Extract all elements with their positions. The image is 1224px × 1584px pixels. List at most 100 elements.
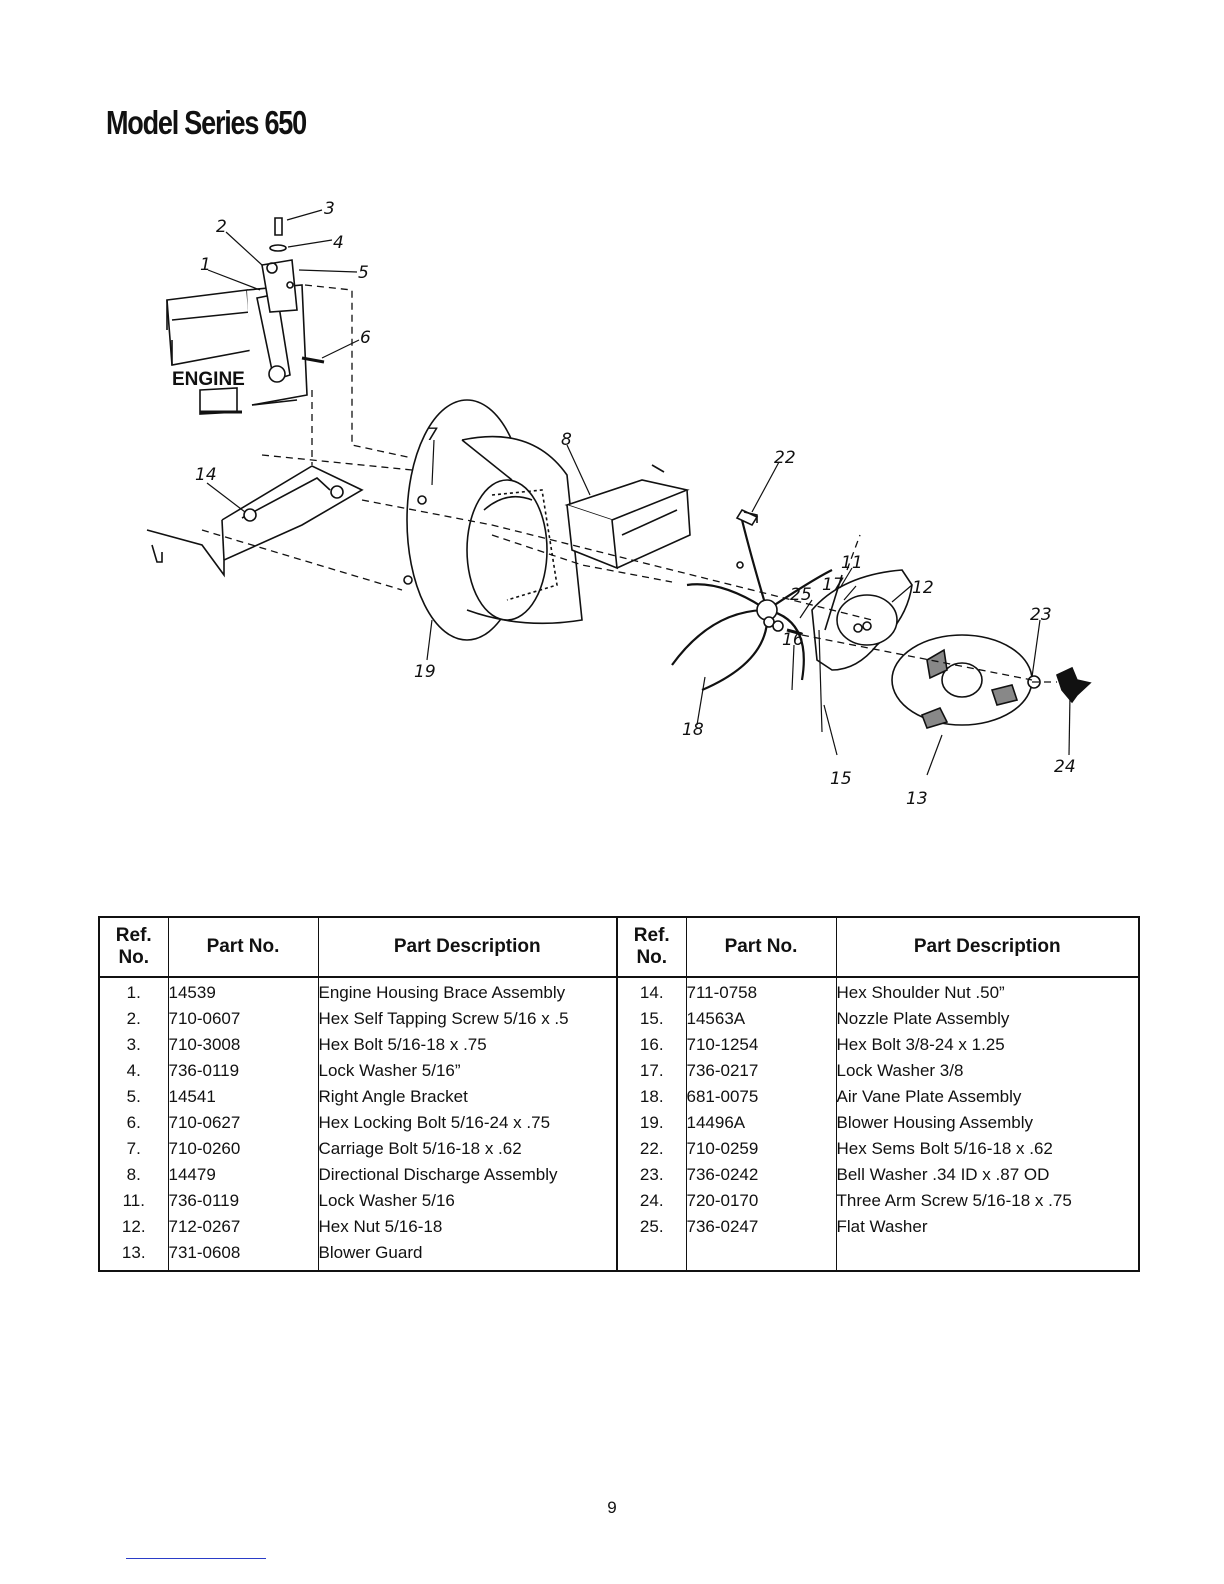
brace-drawing: [256, 259, 325, 383]
part-description-cell: Engine Housing Brace Assembly: [318, 977, 618, 1006]
ref-no-cell: 3.: [99, 1032, 169, 1058]
part-no-cell: 736-0247: [686, 1214, 837, 1240]
part-no-cell: 712-0267: [168, 1214, 319, 1240]
ref-no-cell: 6.: [99, 1110, 169, 1136]
callout-2: 2: [216, 217, 227, 237]
header-ref-no: Ref.No.: [99, 917, 169, 978]
callout-14: 14: [195, 465, 217, 485]
ref-no-cell: 24.: [617, 1188, 687, 1214]
ref-no-cell: 13.: [99, 1240, 169, 1271]
part-no-cell: 710-0259: [686, 1136, 837, 1162]
part-no-cell: 710-0260: [168, 1136, 319, 1162]
part-description-cell: Hex Bolt 5/16-18 x .75: [318, 1032, 618, 1058]
callout-12: 12: [912, 578, 934, 598]
part-no-cell: [686, 1240, 837, 1271]
part-no-cell: 710-3008: [168, 1032, 319, 1058]
table-header-row: Ref.No. Part No. Part Description Ref.No…: [99, 917, 1140, 978]
header-ref-no: Ref.No.: [617, 917, 687, 978]
ref-no-cell: 5.: [99, 1084, 169, 1110]
part-description-cell: Bell Washer .34 ID x .87 OD: [836, 1162, 1140, 1188]
ref-no-cell: 12.: [99, 1214, 169, 1240]
ref-no-cell: 11.: [99, 1188, 169, 1214]
ref-no-cell: 2.: [99, 1006, 169, 1032]
callout-4: 4: [333, 233, 344, 253]
ref-no-cell: 1.: [99, 977, 169, 1006]
part-description-cell: [836, 1240, 1140, 1271]
ref-no-cell: 23.: [617, 1162, 687, 1188]
part-description-cell: Directional Discharge Assembly: [318, 1162, 618, 1188]
part-description-cell: Flat Washer: [836, 1214, 1140, 1240]
part-no-cell: 14539: [168, 977, 319, 1006]
part-no-cell: 710-1254: [686, 1032, 837, 1058]
callout-25: 25: [790, 585, 812, 605]
callout-6: 6: [360, 328, 371, 348]
part-description-cell: Blower Housing Assembly: [836, 1110, 1140, 1136]
ref-no-cell: 14.: [617, 977, 687, 1006]
footer-link-underline: [126, 1558, 266, 1559]
part-no-cell: 736-0242: [686, 1162, 837, 1188]
callout-18: 18: [682, 720, 704, 740]
engine-label: ENGINE: [172, 369, 245, 390]
part-no-cell: 710-0627: [168, 1110, 319, 1136]
part-no-cell: 14496A: [686, 1110, 837, 1136]
ref-no-cell: 7.: [99, 1136, 169, 1162]
part-no-cell: 720-0170: [686, 1188, 837, 1214]
callout-7: 7: [427, 425, 438, 445]
discharge-drawing: [564, 464, 691, 570]
callout-15: 15: [830, 769, 852, 789]
callout-24: 24: [1054, 757, 1076, 777]
base-plate-drawing: [146, 465, 364, 578]
part-description-cell: Right Angle Bracket: [318, 1084, 618, 1110]
ref-no-cell: 25.: [617, 1214, 687, 1240]
part-description-cell: Hex Self Tapping Screw 5/16 x .5: [318, 1006, 618, 1032]
part-description-cell: Lock Washer 5/16”: [318, 1058, 618, 1084]
callout-22: 22: [774, 448, 796, 468]
part-description-cell: Lock Washer 3/8: [836, 1058, 1140, 1084]
part-no-cell: 736-0217: [686, 1058, 837, 1084]
blower-housing-drawing: [403, 399, 583, 641]
part-description-cell: Three Arm Screw 5/16-18 x .75: [836, 1188, 1140, 1214]
part-no-cell: 736-0119: [168, 1058, 319, 1084]
part-description-cell: Blower Guard: [318, 1240, 618, 1271]
part-description-cell: Nozzle Plate Assembly: [836, 1006, 1140, 1032]
part-no-cell: 731-0608: [168, 1240, 319, 1271]
page-number: 9: [607, 1498, 617, 1517]
parts-table: Ref.No. Part No. Part Description Ref.No…: [98, 916, 1140, 1272]
part-description-cell: Hex Shoulder Nut .50”: [836, 977, 1140, 1006]
header-part-description: Part Description: [318, 917, 618, 978]
ref-no-cell: 22.: [617, 1136, 687, 1162]
ref-no-cell: 15.: [617, 1006, 687, 1032]
callout-19: 19: [414, 662, 436, 682]
part-description-cell: Hex Nut 5/16-18: [318, 1214, 618, 1240]
ref-no-cell: 17.: [617, 1058, 687, 1084]
part-no-cell: 14541: [168, 1084, 319, 1110]
part-no-cell: 736-0119: [168, 1188, 319, 1214]
callout-3: 3: [324, 199, 335, 219]
ref-no-cell: 16.: [617, 1032, 687, 1058]
callout-8: 8: [561, 430, 572, 450]
callout-16: 16: [782, 630, 804, 650]
ref-no-cell: 8.: [99, 1162, 169, 1188]
part-description-cell: Lock Washer 5/16: [318, 1188, 618, 1214]
ref-no-cell: 18.: [617, 1084, 687, 1110]
callout-17: 17: [822, 575, 844, 595]
part-description-cell: Hex Locking Bolt 5/16-24 x .75: [318, 1110, 618, 1136]
part-no-cell: 14563A: [686, 1006, 837, 1032]
part-no-cell: 14479: [168, 1162, 319, 1188]
part-no-cell: 710-0607: [168, 1006, 319, 1032]
header-part-description: Part Description: [836, 917, 1140, 978]
header-part-no: Part No.: [168, 917, 319, 978]
nozzle-plate-drawing: [811, 569, 913, 671]
part-description-cell: Carriage Bolt 5/16-18 x .62: [318, 1136, 618, 1162]
part-no-cell: 681-0075: [686, 1084, 837, 1110]
